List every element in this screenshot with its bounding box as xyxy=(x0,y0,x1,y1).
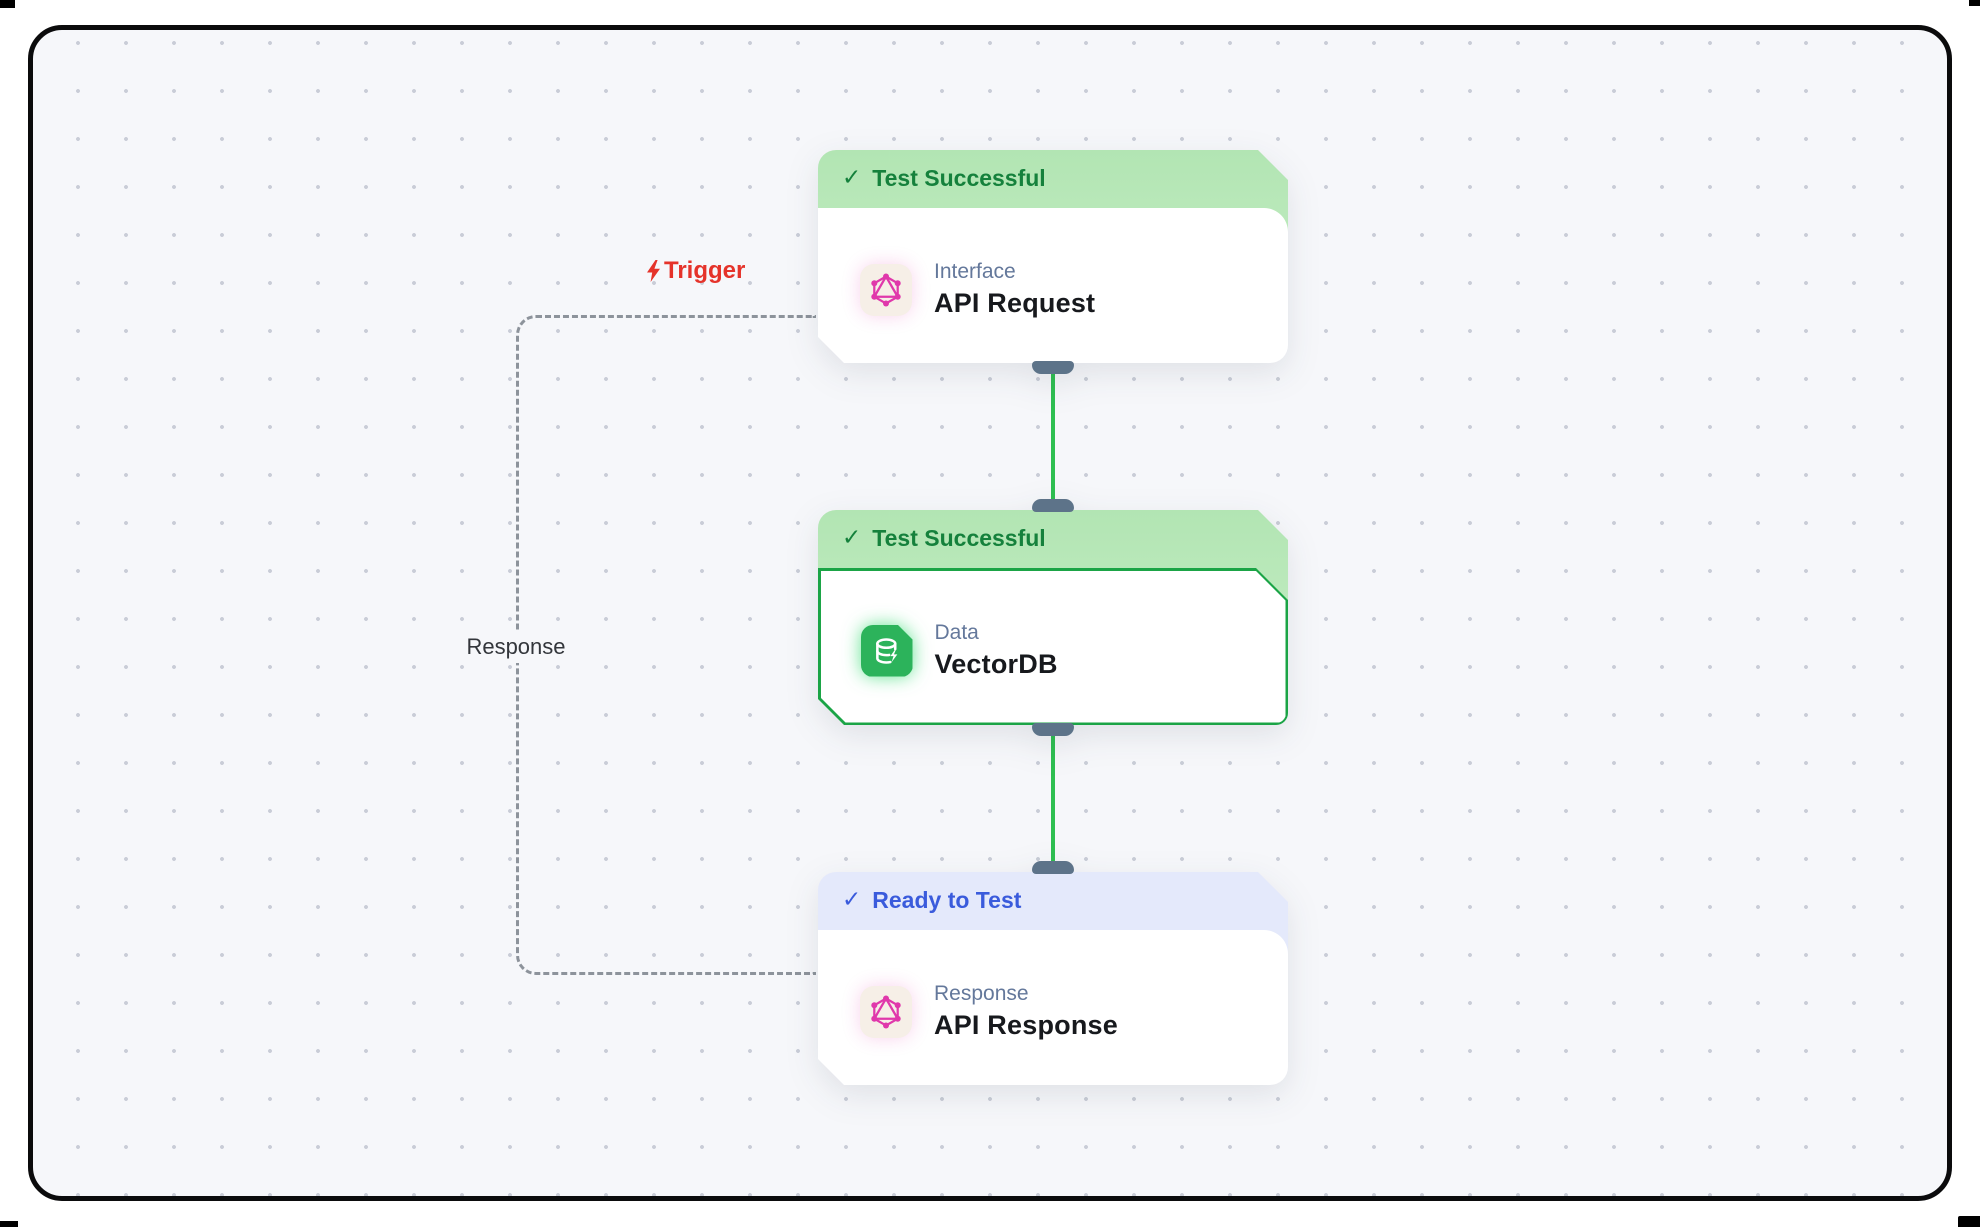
node-title: VectorDB xyxy=(934,649,1058,679)
node-api-request[interactable]: ✓ Test Successful xyxy=(818,150,1288,374)
check-icon: ✓ xyxy=(842,524,862,550)
crop-mark-bottom-left xyxy=(0,1221,18,1227)
node-body: Interface API Request xyxy=(818,208,1288,363)
trigger-edge-label: Trigger xyxy=(645,257,745,285)
node-body: Response API Response xyxy=(818,930,1288,1085)
output-handle[interactable] xyxy=(1032,723,1074,736)
graphql-icon xyxy=(860,986,912,1038)
node-body: Data VectorDB xyxy=(821,571,1286,723)
database-icon xyxy=(861,625,913,677)
input-handle[interactable] xyxy=(1032,499,1074,512)
crop-mark-top-right xyxy=(1969,0,1980,6)
crop-mark-bottom-right xyxy=(1958,1216,1980,1227)
node-title: API Response xyxy=(934,1010,1118,1040)
input-handle[interactable] xyxy=(1032,861,1074,874)
workflow-canvas[interactable]: Response Trigger ✓ Test Successful xyxy=(28,25,1952,1201)
check-icon: ✓ xyxy=(842,164,862,190)
node-api-response[interactable]: ✓ Ready to Test Re xyxy=(818,861,1288,1085)
output-handle[interactable] xyxy=(1032,361,1074,374)
response-edge-label: Response xyxy=(438,631,594,663)
edge-vectordb-to-api-response[interactable] xyxy=(1051,720,1055,878)
node-category: Data xyxy=(934,621,979,644)
node-vectordb[interactable]: ✓ Test Successful xyxy=(818,499,1288,736)
edge-api-request-to-vectordb[interactable] xyxy=(1051,361,1055,513)
node-category: Response xyxy=(934,982,1029,1005)
node-category: Interface xyxy=(934,260,1016,283)
trigger-edge-text: Trigger xyxy=(664,257,746,284)
node-status-text: Test Successful xyxy=(872,525,1046,551)
graphql-icon xyxy=(860,264,912,316)
node-status-text: Ready to Test xyxy=(872,887,1022,913)
node-title: API Request xyxy=(934,288,1096,318)
crop-mark-top-left xyxy=(0,0,15,8)
lightning-icon xyxy=(647,260,660,282)
check-icon: ✓ xyxy=(842,886,862,912)
node-status-text: Test Successful xyxy=(872,165,1046,191)
selected-node-outline: Data VectorDB xyxy=(818,568,1288,725)
